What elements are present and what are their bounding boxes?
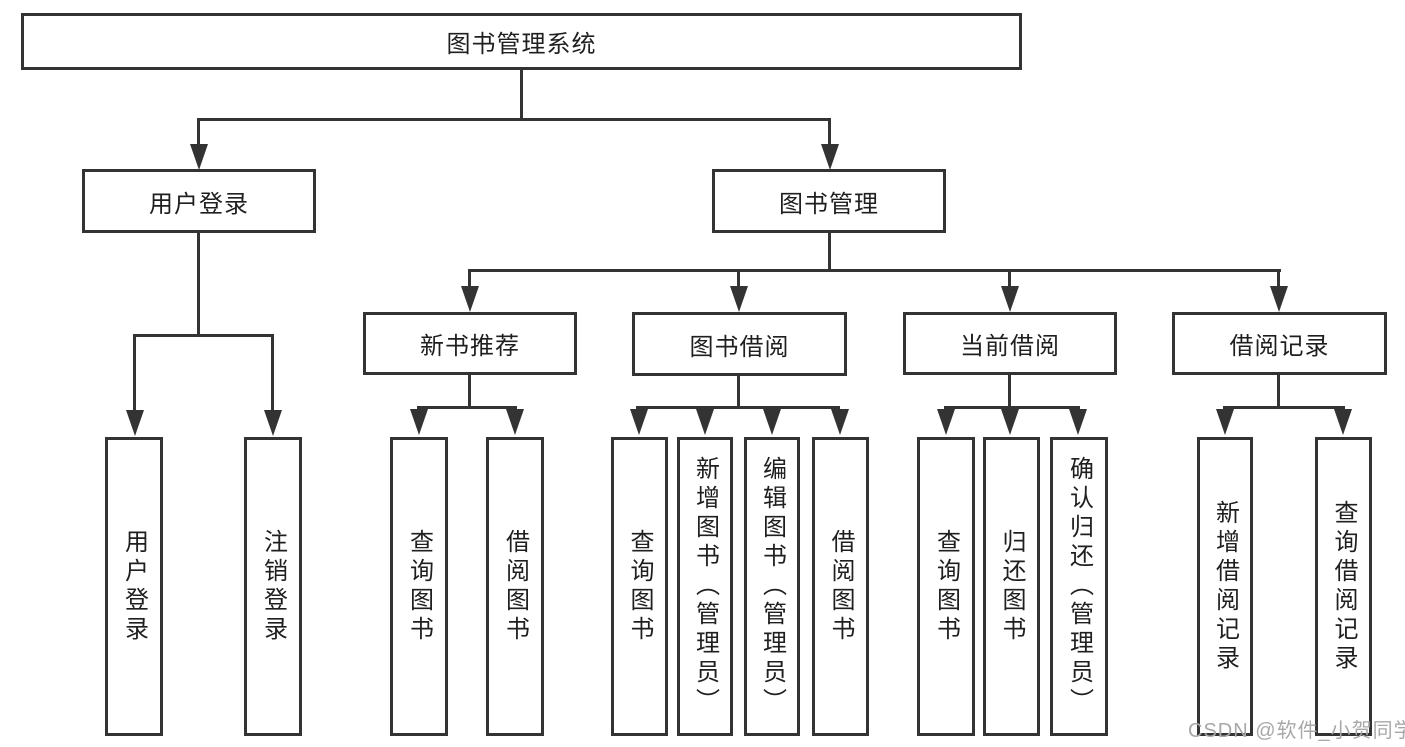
arrow-down-icon — [1270, 286, 1288, 312]
connector-line — [1008, 269, 1011, 289]
arrow-down-icon — [126, 410, 144, 436]
leaf-label: 确认归还（管理员） — [1065, 456, 1093, 717]
leaf-node-edit-books-admin: 编辑图书（管理员） — [744, 437, 800, 736]
arrow-down-icon — [730, 286, 748, 312]
connector-line — [271, 334, 274, 412]
connector-line — [417, 406, 517, 409]
leaf-label: 用户登录 — [120, 528, 148, 645]
leaf-label: 注销登录 — [259, 528, 287, 645]
connector-line — [197, 118, 200, 148]
root-node-library-management-system: 图书管理系统 — [21, 13, 1022, 70]
connector-line — [133, 334, 136, 412]
connector-line — [1277, 269, 1280, 289]
level2-node-user-login: 用户登录 — [82, 169, 316, 233]
leaf-label: 新增借阅记录 — [1211, 499, 1239, 674]
leaf-node-borrow-books-recommend: 借阅图书 — [486, 437, 544, 736]
level2-node-book-management: 图书管理 — [712, 169, 946, 233]
arrow-down-icon — [506, 409, 524, 435]
leaf-label: 编辑图书（管理员） — [758, 456, 786, 717]
connector-line — [197, 118, 831, 121]
arrow-down-icon — [1001, 409, 1019, 435]
arrow-down-icon — [1001, 286, 1019, 312]
arrow-down-icon — [831, 409, 849, 435]
leaf-label: 查询借阅记录 — [1330, 499, 1357, 674]
arrow-down-icon — [1216, 409, 1234, 435]
connector-line — [133, 334, 274, 337]
node-label: 借阅记录 — [1229, 333, 1330, 360]
connector-line — [1008, 374, 1011, 408]
root-node-label: 图书管理系统 — [446, 31, 597, 58]
arrow-down-icon — [937, 409, 955, 435]
level3-node-current-borrowing: 当前借阅 — [903, 312, 1117, 375]
connector-line — [1223, 406, 1345, 409]
leaf-node-user-login: 用户登录 — [105, 437, 163, 736]
connector-line — [737, 269, 740, 289]
connector-line — [1277, 374, 1280, 408]
leaf-node-borrow-books-borrowing: 借阅图书 — [812, 437, 869, 736]
level3-node-borrowing-records: 借阅记录 — [1172, 312, 1387, 375]
node-label: 图书管理 — [779, 190, 879, 218]
arrow-down-icon — [190, 144, 208, 170]
leaf-label: 新增图书（管理员） — [691, 456, 719, 717]
leaf-label: 查询图书 — [932, 528, 960, 645]
node-label: 当前借阅 — [960, 333, 1060, 360]
node-label: 新书推荐 — [420, 333, 520, 360]
leaf-label: 查询图书 — [405, 528, 433, 645]
arrow-down-icon — [461, 286, 479, 312]
leaf-node-confirm-return-admin: 确认归还（管理员） — [1050, 437, 1108, 736]
arrow-down-icon — [410, 409, 428, 435]
connector-line — [520, 70, 523, 120]
arrow-down-icon — [763, 409, 781, 435]
arrow-down-icon — [630, 409, 648, 435]
node-label: 用户登录 — [149, 190, 249, 218]
arrow-down-icon — [821, 144, 839, 170]
connector-line — [468, 269, 1281, 272]
connector-line — [828, 118, 831, 148]
arrow-down-icon — [264, 410, 282, 436]
leaf-node-return-books: 归还图书 — [983, 437, 1040, 736]
connector-line — [828, 232, 831, 272]
arrow-down-icon — [1069, 409, 1087, 435]
leaf-node-query-books-current: 查询图书 — [917, 437, 975, 736]
connector-line — [468, 374, 471, 408]
leaf-label: 查询图书 — [626, 528, 653, 645]
leaf-node-query-borrow-record: 查询借阅记录 — [1315, 437, 1372, 736]
level3-node-book-borrowing: 图书借阅 — [632, 312, 847, 376]
node-label: 图书借阅 — [689, 333, 790, 361]
arrow-down-icon — [696, 409, 714, 435]
connector-line — [197, 232, 200, 336]
connector-line — [944, 406, 1080, 409]
level3-node-new-book-recommendation: 新书推荐 — [363, 312, 577, 375]
leaf-node-add-borrow-record: 新增借阅记录 — [1197, 437, 1253, 736]
leaf-node-logout: 注销登录 — [244, 437, 302, 736]
csdn-watermark: CSDN @软件_小贺同学 — [1188, 720, 1405, 742]
leaf-node-query-books-recommend: 查询图书 — [390, 437, 448, 736]
leaf-node-query-books-borrowing: 查询图书 — [611, 437, 668, 736]
leaf-label: 借阅图书 — [827, 528, 854, 645]
connector-line — [468, 269, 471, 289]
leaf-label: 借阅图书 — [501, 528, 529, 645]
connector-line — [737, 374, 740, 408]
arrow-down-icon — [1334, 409, 1352, 435]
connector-line — [636, 406, 840, 409]
leaf-node-add-books-admin: 新增图书（管理员） — [677, 437, 733, 736]
leaf-label: 归还图书 — [998, 528, 1025, 645]
